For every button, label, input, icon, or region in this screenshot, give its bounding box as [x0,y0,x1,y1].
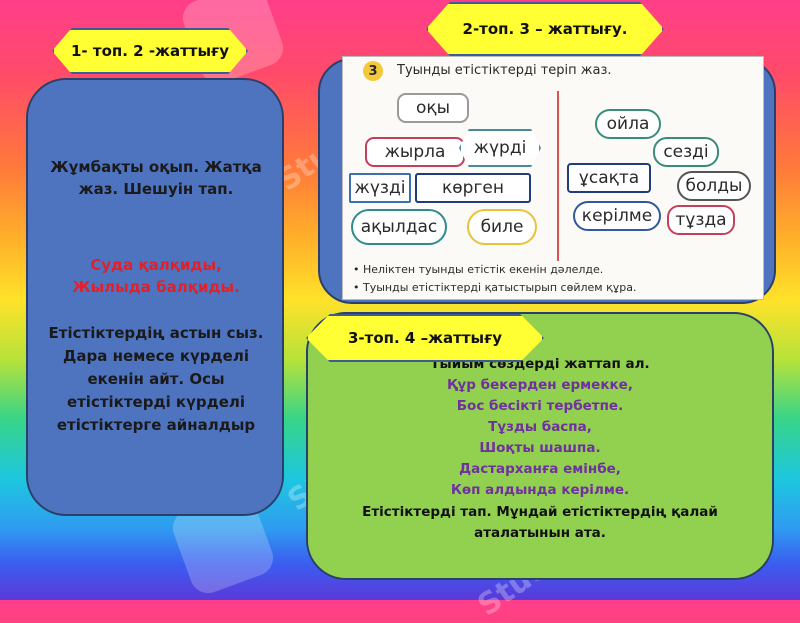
proverb-line: Тұзды баспа, [488,419,592,435]
word-box: көрген [415,173,531,203]
riddle-line1: Суда қалқиды, [90,256,222,274]
word-box: болды [677,171,751,201]
proverb-line: Құр бекерден ермекке, [447,377,633,393]
group1-panel [26,78,284,516]
group2-tag-label: 2-топ. 3 – жаттығу. [462,20,628,38]
group2-tag [426,2,664,56]
group1-instr-line2: Дара немесе күрделі [63,347,249,365]
exercise-heading: Туынды етістіктерді теріп жаз. [397,63,612,78]
group1-instr-line1: Етістіктердің астын сыз. [48,324,264,342]
exercise-number-badge: 3 [363,61,383,81]
group1-instr-line3: екенін айт. Осы [87,370,225,388]
group1-tag-label: 1- топ. 2 -жаттығу [71,42,229,60]
word-box: жүзді [349,173,411,203]
group1-tag [52,28,248,74]
exercise-number: 3 [368,63,378,79]
word-box: жырла [365,137,465,167]
word-box: керілме [573,201,661,231]
proverb-line: Дастарханға емінбе, [459,461,621,477]
word-box: ақылдас [351,209,447,245]
group1-instr-line4: етістіктерді күрделі [66,393,246,411]
divider-line [557,91,559,261]
group3-tag-label: 3-топ. 4 –жаттығу [347,329,503,347]
proverb-line: Шоқты шашпа. [479,440,601,456]
word-box: оқы [397,93,469,123]
riddle-line2: Жылыда балқиды. [72,278,240,296]
group1-task-line1: Жұмбақты оқып. Жатқа [50,158,262,176]
group1-instr-line5: етістіктерге айналдыр [56,416,256,434]
bullet-2: • Туынды етістіктерді қатыстырып сөйлем … [353,281,637,294]
word-box: ұсақта [567,163,651,193]
word-box: сезді [653,137,719,167]
bullet-1: • Неліктен туынды етістік екенін дәлелде… [353,263,604,276]
group1-task-line2: жаз. Шешуін тап. [78,180,234,198]
proverb-line: Көп алдында керілме. [450,482,630,498]
proverb-line: Бос бесікті тербетпе. [456,398,624,414]
word-box: ойла [595,109,661,139]
group3-line: Етістіктерді тап. Мұндай етістіктердің қ… [362,504,718,520]
group3-tag [306,314,544,362]
group3-line: аталатынын ата. [474,525,606,541]
textbook-image: 3 Туынды етістіктерді теріп жаз. оқы жыр… [342,56,764,300]
word-box: биле [467,209,537,245]
word-box: жүрді [459,129,541,167]
word-box: тұзда [667,205,735,235]
